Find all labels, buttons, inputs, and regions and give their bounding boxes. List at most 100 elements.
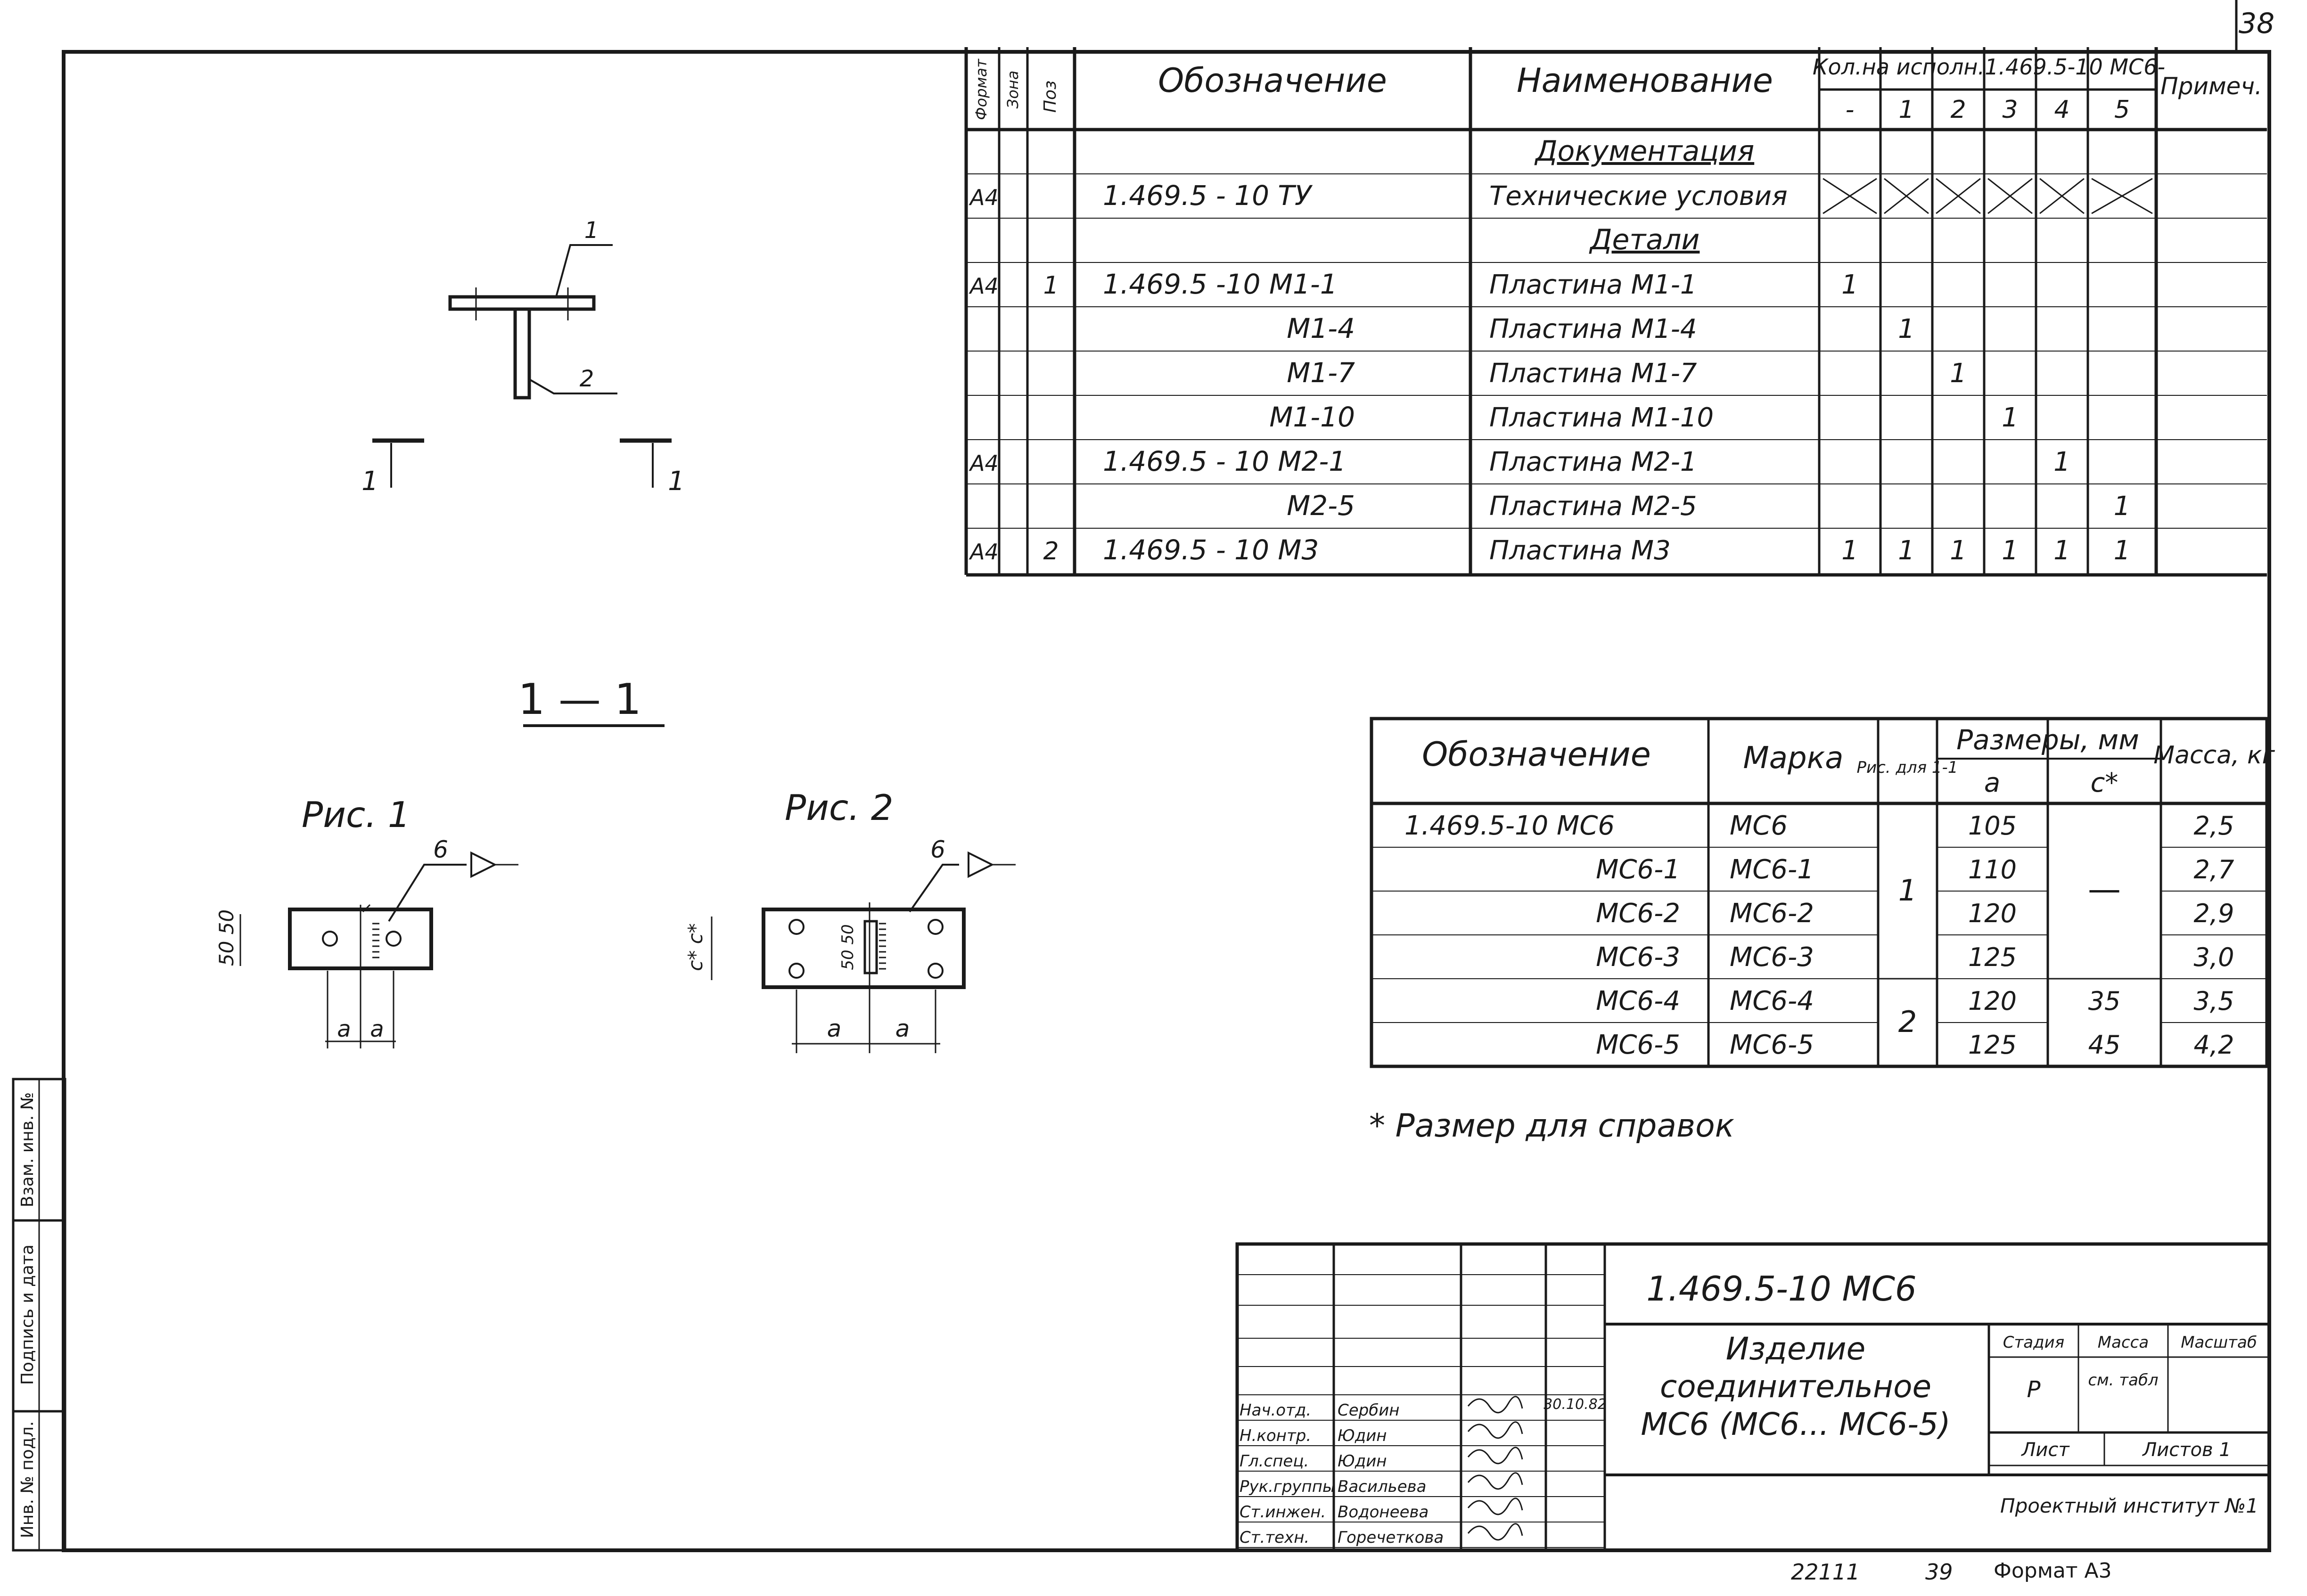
header-qty: Кол.на исполн.1.469.5-10 МС6- <box>1813 54 2165 80</box>
hole <box>386 931 402 947</box>
header-designation: Обозначение <box>1158 61 1387 100</box>
staff-role: Н.контр. <box>1240 1426 1311 1445</box>
staff-row: Н.контр.Юдин <box>1240 1421 1523 1445</box>
stage-label: Стадия <box>2003 1333 2064 1352</box>
variants-header-designation: Обозначение <box>1422 735 1651 774</box>
spec-row: Документация <box>1534 135 1754 168</box>
variant-mass: 3,5 <box>2194 986 2234 1016</box>
fig2-dim-inner: 50 50 <box>838 924 857 970</box>
approval-date: 30.10.82 <box>1543 1396 1607 1413</box>
row-qty: 1 <box>1950 535 1967 566</box>
product-name-line: МС6 (МС6... МС6-5) <box>1641 1406 1950 1442</box>
crossed-cell <box>1987 178 2033 214</box>
row-name: Пластина М3 <box>1489 535 1671 566</box>
variant-mark: МС6-4 <box>1730 986 1814 1016</box>
crossed-cell <box>1823 178 1877 214</box>
hole <box>322 931 338 947</box>
variants-header-sizes: Размеры, мм <box>1956 724 2139 756</box>
row-pos: 1 <box>1043 271 1059 300</box>
format-label: Формат А3 <box>1994 1559 2112 1583</box>
mass-value: см. табл <box>2088 1371 2158 1390</box>
hole <box>788 919 805 935</box>
variant-mark: МС6 <box>1730 810 1788 841</box>
variant-mark: МС6-3 <box>1730 942 1814 973</box>
staff-role: Нач.отд. <box>1240 1401 1311 1420</box>
fig2-dim-vertical: c* c* <box>684 923 707 971</box>
row-designation: М2-5 <box>1287 490 1355 522</box>
callout-2: 2 <box>580 366 594 392</box>
weld-symbol-2 <box>968 851 994 878</box>
product-name-line: соединительное <box>1660 1368 1931 1405</box>
product-name-line: Изделие <box>1726 1331 1865 1367</box>
row-qty: 1 <box>1950 358 1967 389</box>
signature <box>1467 1447 1523 1465</box>
weld-size-2: 6 <box>930 836 945 863</box>
staff-row: Ст.техн.Горечеткова <box>1240 1523 1523 1547</box>
flange-plate <box>448 295 596 311</box>
web-plate <box>513 307 531 400</box>
staff-role: Ст.инжен. <box>1240 1503 1326 1522</box>
margin-stamp-label: Взам. инв. № <box>18 1092 37 1207</box>
variant-designation: МС6-2 <box>1596 898 1680 929</box>
row-qty: 1 <box>1898 535 1915 566</box>
leader-2 <box>529 378 617 394</box>
crossed-cell <box>1884 178 1929 214</box>
stage-value: Р <box>2027 1376 2041 1403</box>
header-name: Наименование <box>1517 61 1773 100</box>
signature <box>1467 1523 1523 1541</box>
staff-name: Юдин <box>1338 1452 1387 1471</box>
staff-row: Ст.инжен. Водонеева <box>1240 1498 1523 1522</box>
weld-leader-2 <box>909 864 959 913</box>
weld-symbol-1 <box>470 851 497 878</box>
signature <box>1467 1421 1523 1439</box>
variant-mass: 3,0 <box>2194 942 2234 972</box>
leader-1 <box>555 244 613 297</box>
sheet-label: Лист <box>2020 1439 2070 1461</box>
row-name: Пластина М2-1 <box>1489 447 1697 477</box>
weld-leader-1 <box>388 864 467 922</box>
variants-header-c: c* <box>2091 768 2118 798</box>
product-code: 1.469.5-10 МС6 <box>1646 1269 1917 1309</box>
variant-a: 120 <box>1968 986 2017 1016</box>
row-qty: 1 <box>1841 535 1858 566</box>
row-qty: 1 <box>2114 535 2131 566</box>
header-zone: Зона <box>1004 71 1022 109</box>
sheets-label: Листов 1 <box>2142 1439 2231 1461</box>
section-mark-label: 1 <box>361 466 378 497</box>
header-qty-col: 5 <box>2114 96 2130 124</box>
header-format: Формат <box>972 58 990 120</box>
row-designation: 1.469.5 - 10 ТУ <box>1103 180 1313 212</box>
section-mark-label: 1 <box>668 466 685 497</box>
row-qty: 1 <box>2053 447 2070 477</box>
section-title: 1 — 1 <box>518 675 641 724</box>
staff-name: Водонеева <box>1338 1503 1429 1522</box>
variant-a: 110 <box>1968 855 2017 884</box>
variant-a: 105 <box>1968 811 2017 841</box>
variant-c: 35 <box>2088 986 2121 1016</box>
variant-designation: МС6-1 <box>1596 854 1680 885</box>
row-name: Пластина М2-5 <box>1489 491 1697 522</box>
variants-frame <box>1370 717 2269 1068</box>
variants-header-fig: Рис. для 1-1 <box>1857 758 1958 777</box>
variant-mark: МС6-5 <box>1730 1030 1814 1060</box>
row-designation: 1.469.5 - 10 М2-1 <box>1103 445 1346 477</box>
variant-mark: МС6-2 <box>1730 898 1814 929</box>
staff-name: Сербин <box>1338 1401 1400 1420</box>
variant-a: 125 <box>1968 942 2017 972</box>
row-name: Пластина М1-4 <box>1489 314 1697 344</box>
row-designation: 1.469.5 -10 М1-1 <box>1103 268 1338 300</box>
